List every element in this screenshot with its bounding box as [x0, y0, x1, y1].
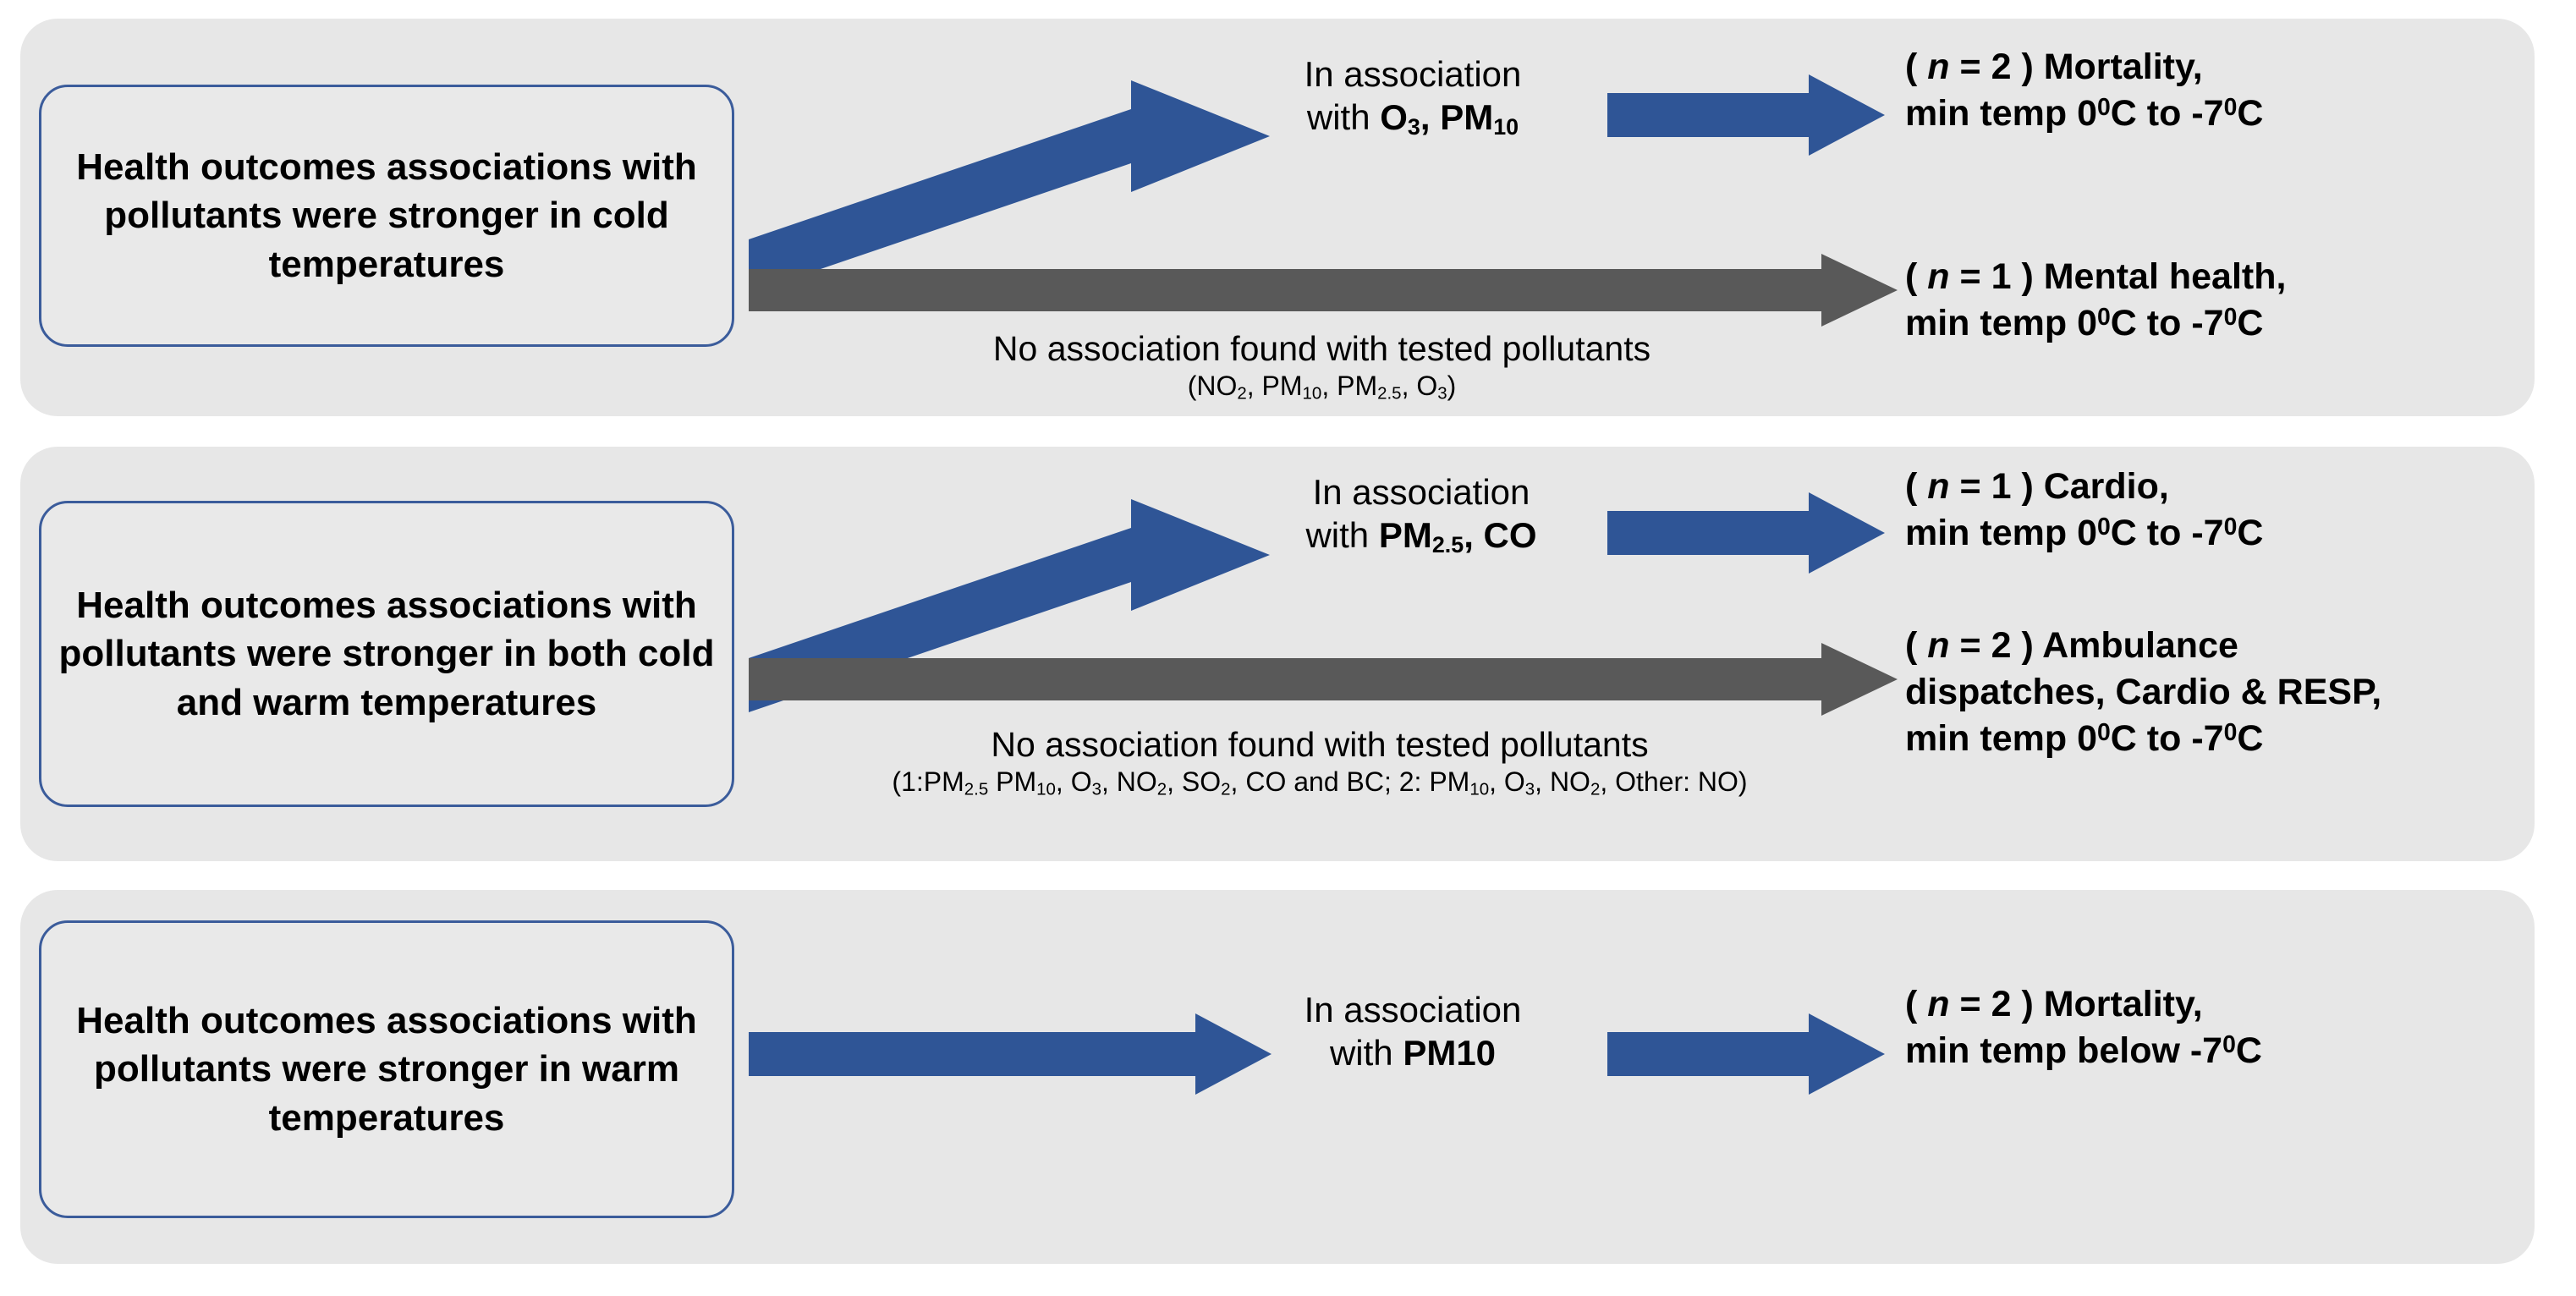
- result-cold-bottom: ( n = 1 ) Mental health, min temp 00C to…: [1905, 254, 2531, 347]
- result-cold-bottom-temp: min temp 00C to -70C: [1905, 303, 2264, 344]
- result-warm-top-n-suffix: ): [2011, 984, 2044, 1024]
- result-both-bottom-n-value: 2: [1991, 625, 2012, 666]
- result-cold-bottom-n-symbol: n: [1927, 256, 1950, 297]
- arrow-blue-both-top: [1607, 492, 1885, 574]
- result-both-bottom: ( n = 2 ) Ambulance dispatches, Cardio &…: [1905, 623, 2548, 762]
- result-cold-top-n-suffix: ): [2011, 47, 2044, 87]
- outcome-box-cold-text: Health outcomes associations with pollut…: [76, 146, 697, 285]
- no-association-cold-line2: (NO2, PM10, PM2.5, O3): [1187, 371, 1457, 404]
- outcome-box-both-text: Health outcomes associations with pollut…: [58, 585, 715, 723]
- result-warm-top-n-prefix: (: [1905, 984, 1928, 1024]
- assoc-label-warm-line2-prefix: with: [1329, 1033, 1403, 1074]
- arrow-blue-diagonal-cold: [749, 80, 1270, 294]
- result-both-top-outcome: Cardio,: [2043, 466, 2169, 507]
- result-both-top-n-suffix: ): [2011, 466, 2044, 507]
- assoc-label-cold-line2-prefix: with: [1306, 97, 1381, 138]
- arrow-blue-cold-top: [1607, 74, 1885, 156]
- result-both-bottom-n-symbol: n: [1927, 625, 1950, 666]
- result-both-bottom-outcome2: dispatches, Cardio & RESP,: [1905, 672, 2382, 713]
- result-both-bottom-n-eq: =: [1949, 625, 1991, 666]
- result-both-bottom-n-suffix: ): [2011, 625, 2043, 666]
- result-cold-bottom-n-eq: =: [1949, 256, 1991, 297]
- outcome-box-cold: Health outcomes associations with pollut…: [39, 85, 734, 347]
- no-association-cold: No association found with tested polluta…: [749, 328, 1895, 404]
- assoc-label-warm-pollutants: PM10: [1403, 1033, 1497, 1074]
- outcome-box-warm-text: Health outcomes associations with pollut…: [76, 1000, 697, 1139]
- assoc-label-warm-line1: In association: [1304, 990, 1522, 1030]
- arrow-gray-both: [749, 643, 1898, 716]
- result-cold-bottom-n-value: 1: [1991, 256, 2012, 297]
- result-cold-top-n-symbol: n: [1927, 47, 1950, 87]
- no-association-both: No association found with tested polluta…: [728, 724, 1912, 800]
- result-cold-top-temp: min temp 00C to -70C: [1905, 93, 2264, 135]
- result-cold-top-n-eq: =: [1949, 47, 1991, 87]
- result-cold-bottom-n-suffix: ): [2011, 256, 2044, 297]
- outcome-box-both: Health outcomes associations with pollut…: [39, 501, 734, 807]
- arrow-blue-warm-right: [1607, 1013, 1885, 1095]
- result-cold-bottom-n-prefix: (: [1905, 256, 1928, 297]
- result-both-top: ( n = 1 ) Cardio, min temp 00C to -70C: [1905, 464, 2497, 557]
- assoc-label-warm: In association with PM10: [1261, 988, 1565, 1074]
- result-both-top-temp: min temp 00C to -70C: [1905, 513, 2264, 554]
- assoc-label-cold-pollutants: O3, PM10: [1380, 97, 1519, 140]
- result-warm-top-n-eq: =: [1949, 984, 1991, 1024]
- result-both-top-n-value: 1: [1991, 466, 2012, 507]
- result-warm-top-n-symbol: n: [1927, 984, 1950, 1024]
- assoc-label-cold-line1: In association: [1304, 54, 1522, 94]
- no-association-cold-line1: No association found with tested polluta…: [992, 329, 1651, 368]
- result-both-top-n-symbol: n: [1927, 466, 1950, 507]
- outcome-box-warm: Health outcomes associations with pollut…: [39, 920, 734, 1218]
- result-warm-top-n-value: 2: [1991, 984, 2012, 1024]
- assoc-label-both-pollutants: PM2.5, CO: [1378, 515, 1537, 558]
- result-cold-top: ( n = 2 ) Mortality, min temp 00C to -70…: [1905, 44, 2497, 137]
- result-cold-top-n-prefix: (: [1905, 47, 1928, 87]
- result-both-bottom-n-prefix: (: [1905, 625, 1928, 666]
- assoc-label-both-line2-prefix: with: [1305, 515, 1379, 556]
- result-both-top-n-eq: =: [1949, 466, 1991, 507]
- assoc-label-cold: In association with O3, PM10: [1261, 52, 1565, 141]
- no-association-both-line2: (1:PM2.5 PM10, O3, NO2, SO2, CO and BC; …: [892, 766, 1748, 799]
- no-association-both-line1: No association found with tested polluta…: [991, 725, 1649, 764]
- result-cold-top-outcome: Mortality,: [2043, 47, 2203, 87]
- result-warm-top-outcome: Mortality,: [2043, 984, 2203, 1024]
- result-warm-top: ( n = 2 ) Mortality, min temp below -70C: [1905, 981, 2497, 1074]
- arrow-blue-warm-left: [749, 1013, 1272, 1095]
- assoc-label-both: In association with PM2.5, CO: [1261, 470, 1582, 559]
- result-warm-top-temp: min temp below -70C: [1905, 1030, 2262, 1072]
- assoc-label-both-line1: In association: [1312, 472, 1530, 512]
- result-both-top-n-prefix: (: [1905, 466, 1928, 507]
- result-both-bottom-temp: min temp 00C to -70C: [1905, 718, 2264, 760]
- result-cold-top-n-value: 2: [1991, 47, 2012, 87]
- result-cold-bottom-outcome: Mental health,: [2043, 256, 2287, 297]
- result-both-bottom-outcome: Ambulance: [2042, 625, 2238, 666]
- arrow-gray-cold: [749, 254, 1898, 327]
